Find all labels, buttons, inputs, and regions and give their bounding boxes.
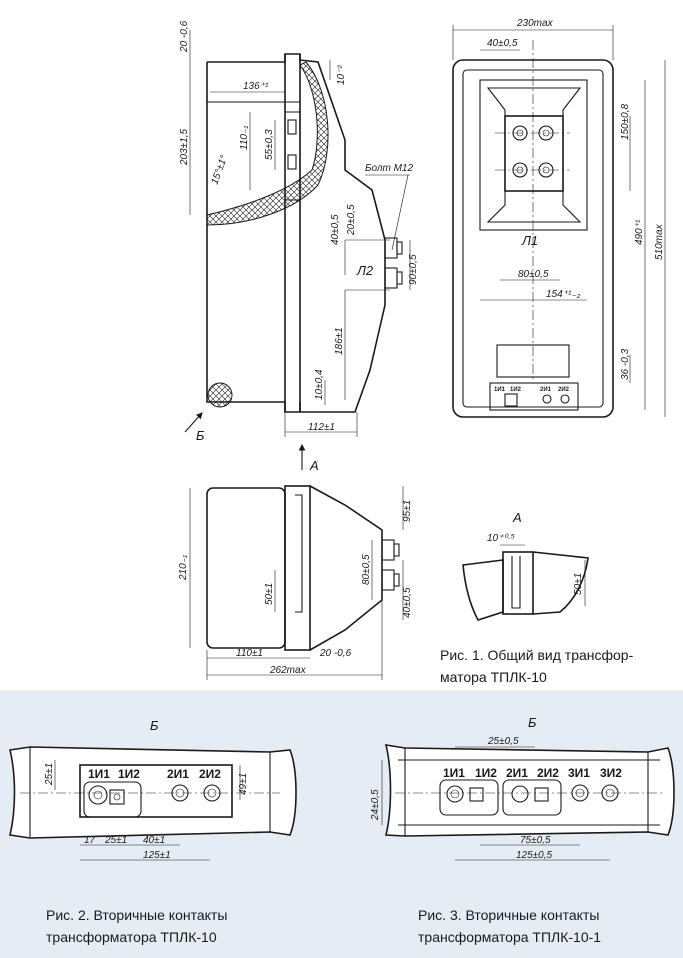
fig1-caption: Рис. 1. Общий вид трансфор- матора ТПЛК-… <box>440 644 633 688</box>
fig3-caption-line2: трансформатора ТПЛК-10-1 <box>418 929 602 945</box>
dim-10-04: 10±0,4 <box>314 369 325 400</box>
fig2-caption-line1: Рис. 2. Вторичные контакты <box>46 907 228 923</box>
dim-10-detail: 10⁺⁰·⁵ <box>487 533 515 544</box>
arrow-a-label: A <box>309 458 319 473</box>
dim-20-top: 20 -0,6 <box>319 648 352 659</box>
dim-112: 112±1 <box>308 422 335 433</box>
fig3-terminal-1i2: 1И2 <box>475 766 497 780</box>
dim-15deg: 15°±1° <box>209 154 230 186</box>
dim-154: 154⁺¹₋₂ <box>546 289 581 300</box>
dim-40-05-side: 40±0,5 <box>487 38 518 49</box>
l1-label: Л1 <box>521 233 538 248</box>
dim-186: 186±1 <box>334 327 345 355</box>
figure-2-drawing: Б 1И1 1И2 2И1 2И2 25±1 49±1 17 25±1 40±1… <box>9 718 297 861</box>
arrow-b-label: Б <box>196 428 205 443</box>
dim-210: 210₋₁ <box>178 555 189 581</box>
terminal-1i1-small: 1И1 <box>494 387 506 393</box>
top-view: 210₋₁ 95±1 80±0,5 40±0,5 50±1 110±1 20 -… <box>178 485 413 680</box>
dim-490: 490⁺¹ <box>634 219 645 245</box>
dim-110: 110₋₁ <box>239 126 250 150</box>
dim-10: 10⁻² <box>336 65 347 85</box>
fig3-terminal-2i2: 2И2 <box>537 766 559 780</box>
terminal-1i2-small: 1И2 <box>510 387 522 393</box>
dim-95: 95±1 <box>402 500 413 522</box>
dim-230: 230max <box>516 18 554 29</box>
fig3-title: Б <box>528 715 537 730</box>
dim-50-detail: 50±1 <box>573 573 584 595</box>
fig3-caption-line1: Рис. 3. Вторичные контакты <box>418 907 600 923</box>
fig3-dim-125: 125±0,5 <box>516 850 553 861</box>
dim-203: 203±1,5 <box>179 128 190 166</box>
fig2-terminal-2i2: 2И2 <box>199 767 221 781</box>
fig3-dim-25: 25±0,5 <box>487 736 519 747</box>
terminal-2i2-small: 2И2 <box>558 387 570 393</box>
dim-510: 510max <box>654 223 665 260</box>
fig3-caption: Рис. 3. Вторичные контакты трансформатор… <box>418 904 601 948</box>
dim-90-05: 90±0,5 <box>408 254 419 285</box>
fig3-dim-24: 24±0,5 <box>370 789 381 821</box>
fig2-terminal-1i2: 1И2 <box>118 767 140 781</box>
dim-136: 136⁺¹ <box>243 81 269 92</box>
dim-20-05: 20±0,5 <box>346 204 357 236</box>
detail-a-view: A 10⁺⁰·⁵ 50±1 <box>462 510 589 621</box>
dim-36: 36 -0,3 <box>620 348 631 380</box>
dim-50-top: 50±1 <box>264 583 275 605</box>
dim-40-05: 40±0,5 <box>330 214 341 245</box>
figure-3-drawing: Б 1И1 1И2 2И1 2И2 3И1 3И2 25±0,5 24±0,5 … <box>370 715 675 861</box>
dim-40-top: 40±0,5 <box>402 587 413 618</box>
front-view: 20 -0,6 203±1,5 136⁺¹ 110₋₁ 55±0,3 15°±1… <box>179 20 419 473</box>
detail-a-title: A <box>512 510 522 525</box>
bolt-label: Болт М12 <box>365 163 413 174</box>
dim-262: 262max <box>269 665 307 676</box>
fig3-terminal-1i1: 1И1 <box>443 766 465 780</box>
fig3-terminal-3i2: 3И2 <box>600 766 622 780</box>
fig2-dim-25: 25±1 <box>44 763 55 786</box>
fig3-terminal-3i1: 3И1 <box>568 766 590 780</box>
fig1-caption-line2: матора ТПЛК-10 <box>440 669 547 685</box>
dim-20-06: 20 -0,6 <box>179 20 190 53</box>
fig2-terminal-2i1: 2И1 <box>167 767 189 781</box>
fig1-caption-line1: Рис. 1. Общий вид трансфор- <box>440 647 634 663</box>
dim-110-top: 110±1 <box>236 648 263 659</box>
fig2-caption-line2: трансформатора ТПЛК-10 <box>46 929 217 945</box>
side-view: 230max 40±0,5 150±0,8 490⁺¹ 510max 80±0,… <box>452 18 666 418</box>
l2-label: Л2 <box>356 263 374 278</box>
dim-150: 150±0,8 <box>620 103 631 140</box>
fig3-dim-75: 75±0,5 <box>520 835 551 846</box>
dim-80-side: 80±0,5 <box>518 269 549 280</box>
fig2-caption: Рис. 2. Вторичные контакты трансформатор… <box>46 904 227 948</box>
terminal-2i1-small: 2И1 <box>540 387 552 393</box>
fig2-title: Б <box>150 718 159 733</box>
fig2-terminal-1i1: 1И1 <box>88 767 110 781</box>
dim-55: 55±0,3 <box>264 129 275 160</box>
fig2-dim-17: 17 <box>84 835 96 846</box>
dim-80-top: 80±0,5 <box>361 554 372 585</box>
fig2-dim-49: 49±1 <box>238 773 249 795</box>
fig2-dim-25b: 25±1 <box>104 835 127 846</box>
fig2-dim-125: 125±1 <box>143 850 171 861</box>
fig3-terminal-2i1: 2И1 <box>506 766 528 780</box>
fig2-dim-40: 40±1 <box>143 835 165 846</box>
